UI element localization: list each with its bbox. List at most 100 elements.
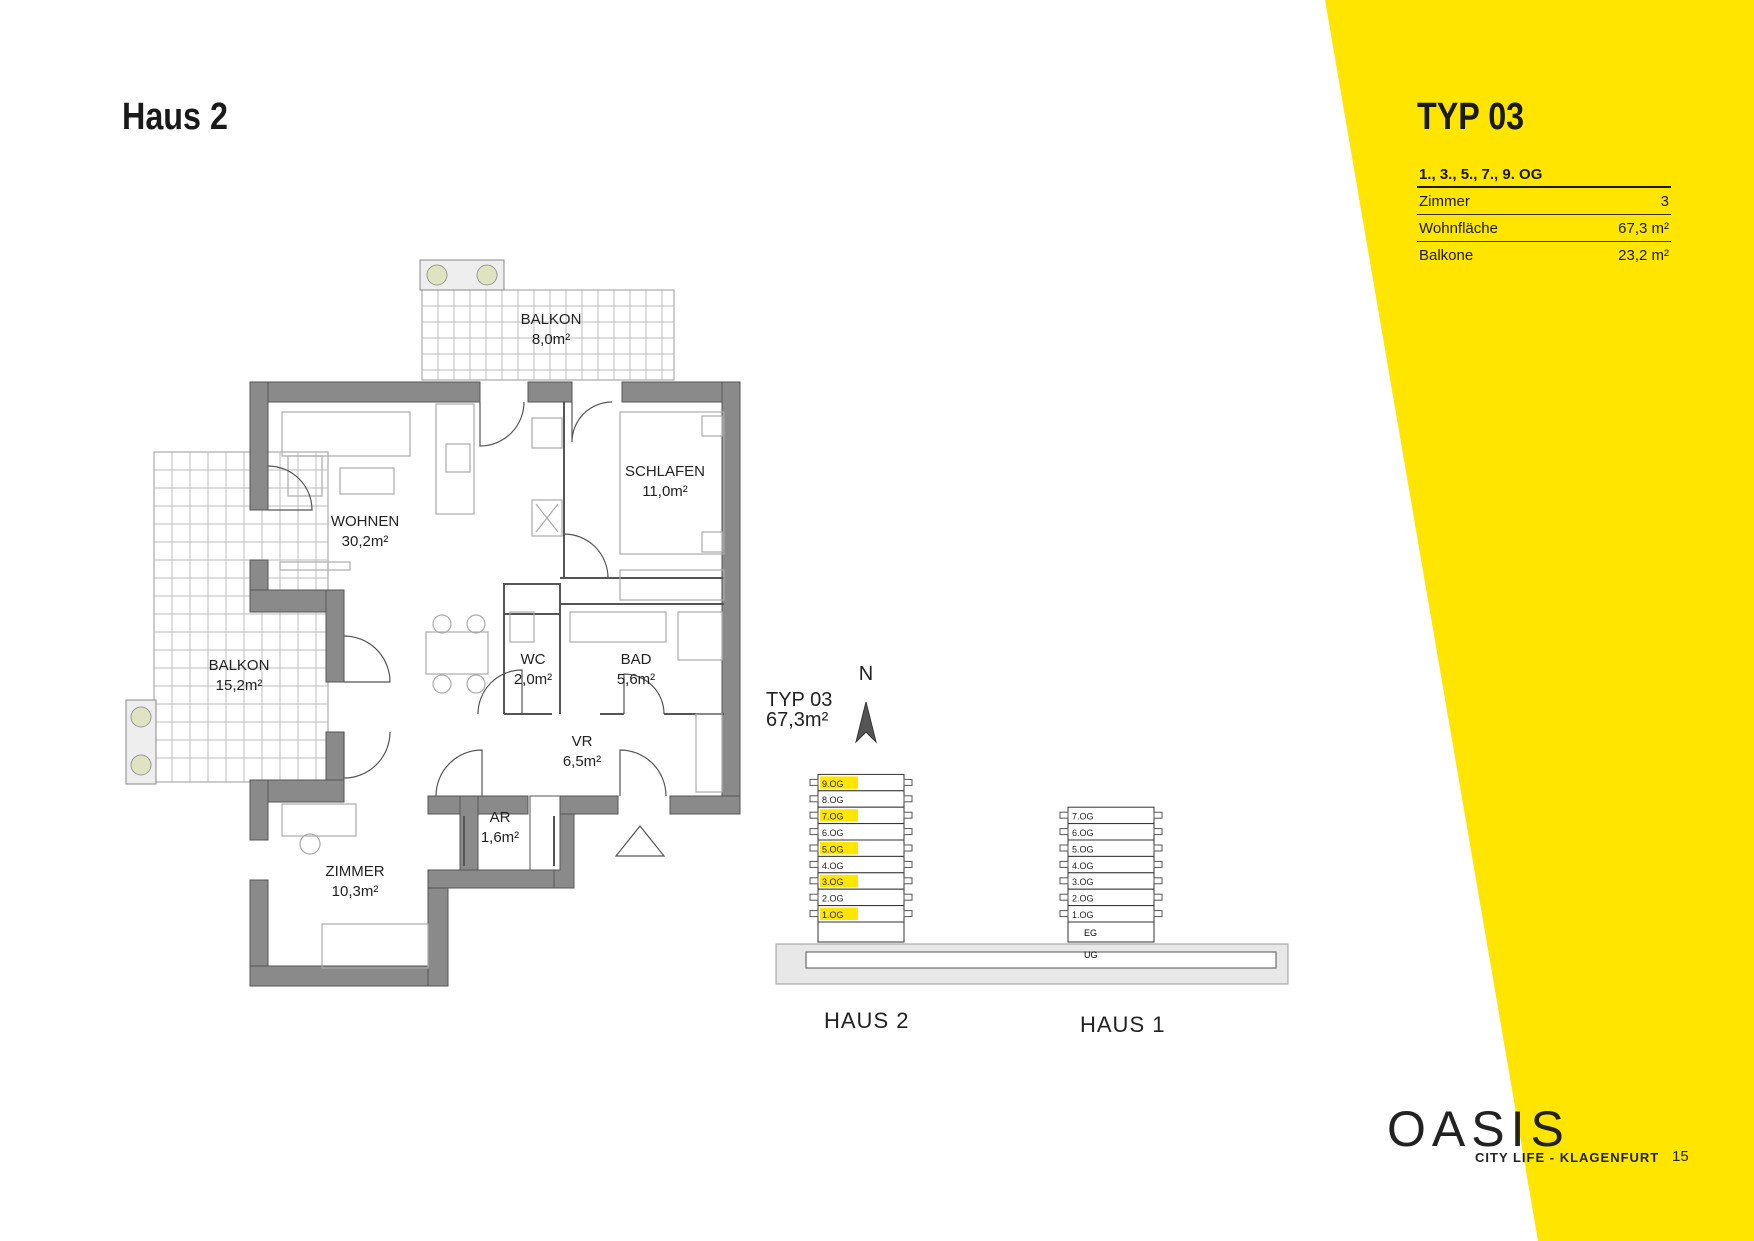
floor-highlight <box>820 907 858 920</box>
floor-label: 2.OG <box>822 894 844 904</box>
room-label-wc: WC 2,0m² <box>508 650 558 690</box>
room-label-vr: VR 6,5m² <box>552 732 612 772</box>
room-label-schlafen: SCHLAFEN 11,0m² <box>620 462 710 502</box>
floor-highlight <box>820 809 858 822</box>
room-area: 1,6m² <box>480 829 520 846</box>
spec-value: 67,3 m² <box>1618 220 1669 237</box>
floor-highlight <box>820 842 858 855</box>
floor-label: 7.OG <box>1072 812 1094 822</box>
ground-floor <box>817 921 905 943</box>
balcony-mark <box>1153 860 1163 868</box>
room-name: ZIMMER <box>325 863 385 880</box>
room-name: BALKON <box>520 311 582 328</box>
floor-label: 7.OG <box>822 812 844 822</box>
room-area: 15,2m² <box>215 677 263 694</box>
floor-label: 6.OG <box>1072 828 1094 838</box>
balcony-mark <box>903 877 913 885</box>
balcony-mark <box>903 778 913 786</box>
balcony-mark <box>1059 811 1069 819</box>
room-area: 10,3m² <box>331 883 379 900</box>
floor-label: 8.OG <box>822 795 844 805</box>
balcony-mark <box>1153 893 1163 901</box>
floor-label: 4.OG <box>822 861 844 871</box>
room-area: 6,5m² <box>562 753 602 770</box>
room-name: WC <box>520 651 546 668</box>
balcony-mark <box>1059 860 1069 868</box>
floor-label: 5.OG <box>1072 844 1094 854</box>
room-area: 2,0m² <box>513 671 553 688</box>
balcony-mark <box>809 844 819 852</box>
room-area: 30,2m² <box>341 533 389 550</box>
balcony-mark <box>809 811 819 819</box>
room-label-bad: BAD 5,6m² <box>606 650 666 690</box>
balcony-mark <box>1153 910 1163 918</box>
balcony-mark <box>1153 844 1163 852</box>
room-area: 11,0m² <box>642 483 688 500</box>
balcony-mark <box>809 860 819 868</box>
balcony-mark <box>903 811 913 819</box>
brand-tagline: CITY LIFE - KLAGENFURT <box>1475 1150 1660 1165</box>
balcony-mark <box>809 877 819 885</box>
unit-spec-table: 1., 3., 5., 7., 9. OG Zimmer 3 Wohnfläch… <box>1417 164 1671 268</box>
room-label-balkon-left: BALKON 15,2m² <box>194 656 284 696</box>
ug-label: UG <box>1084 950 1098 960</box>
room-label-wohnen: WOHNEN 30,2m² <box>320 512 410 552</box>
floor-label: 1.OG <box>1072 910 1094 920</box>
spec-label: Balkone <box>1419 247 1474 264</box>
spec-label: Zimmer <box>1419 193 1470 210</box>
balcony-mark <box>809 778 819 786</box>
spec-row: Balkone 23,2 m² <box>1417 242 1671 268</box>
spec-row: Wohnfläche 67,3 m² <box>1417 215 1671 242</box>
haus1-label: HAUS 1 <box>1080 1012 1166 1037</box>
floor-label: 3.OG <box>1072 877 1094 887</box>
balcony-mark <box>903 828 913 836</box>
floor-highlight <box>820 874 858 888</box>
room-name: BALKON <box>208 657 270 674</box>
balcony-mark <box>903 844 913 852</box>
spec-row: Zimmer 3 <box>1417 188 1671 215</box>
balcony-mark <box>1059 877 1069 885</box>
floor-label: 5.OG <box>822 844 844 854</box>
spec-label: Wohnfläche <box>1419 220 1498 237</box>
floor-highlight <box>820 776 858 789</box>
floor-label: 2.OG <box>1072 894 1094 904</box>
floor-label: 6.OG <box>822 828 844 838</box>
room-label-balkon-top: BALKON 8,0m² <box>506 310 596 350</box>
room-name: VR <box>571 733 593 750</box>
room-name: SCHLAFEN <box>624 463 706 480</box>
balcony-mark <box>809 828 819 836</box>
page-number: 15 <box>1672 1148 1689 1165</box>
floor-label: 1.OG <box>822 910 844 920</box>
room-area: 5,6m² <box>616 671 656 688</box>
balcony-mark <box>903 795 913 803</box>
room-name: BAD <box>620 651 652 668</box>
floor-label: 4.OG <box>1072 861 1094 871</box>
balcony-mark <box>1059 844 1069 852</box>
brand-logo: OASIS <box>1387 1101 1570 1157</box>
balcony-mark <box>903 893 913 901</box>
spec-value: 3 <box>1660 193 1669 210</box>
room-label-ar: AR 1,6m² <box>470 808 530 848</box>
balcony-mark <box>809 910 819 918</box>
key-plan-unit-label: TYP 03 67,3m² <box>766 690 876 730</box>
room-label-zimmer: ZIMMER 10,3m² <box>310 862 400 902</box>
balcony-mark <box>809 893 819 901</box>
page-title: Haus 2 <box>122 96 228 138</box>
unit-floors: 1., 3., 5., 7., 9. OG <box>1417 164 1671 188</box>
key-plan-unit-area: 67,3m² <box>766 709 829 731</box>
floor-label: 3.OG <box>822 877 844 887</box>
key-plan-unit-type: TYP 03 <box>766 689 833 711</box>
ground-floor <box>1067 921 1155 943</box>
room-area: 8,0m² <box>531 331 571 348</box>
room-name: WOHNEN <box>330 513 400 530</box>
room-name: AR <box>489 809 511 826</box>
balcony-mark <box>809 795 819 803</box>
spec-value: 23,2 m² <box>1618 247 1669 264</box>
north-label: N <box>858 663 874 685</box>
eg-label: EG <box>1084 928 1097 938</box>
balcony-mark <box>1059 893 1069 901</box>
balcony-mark <box>903 860 913 868</box>
